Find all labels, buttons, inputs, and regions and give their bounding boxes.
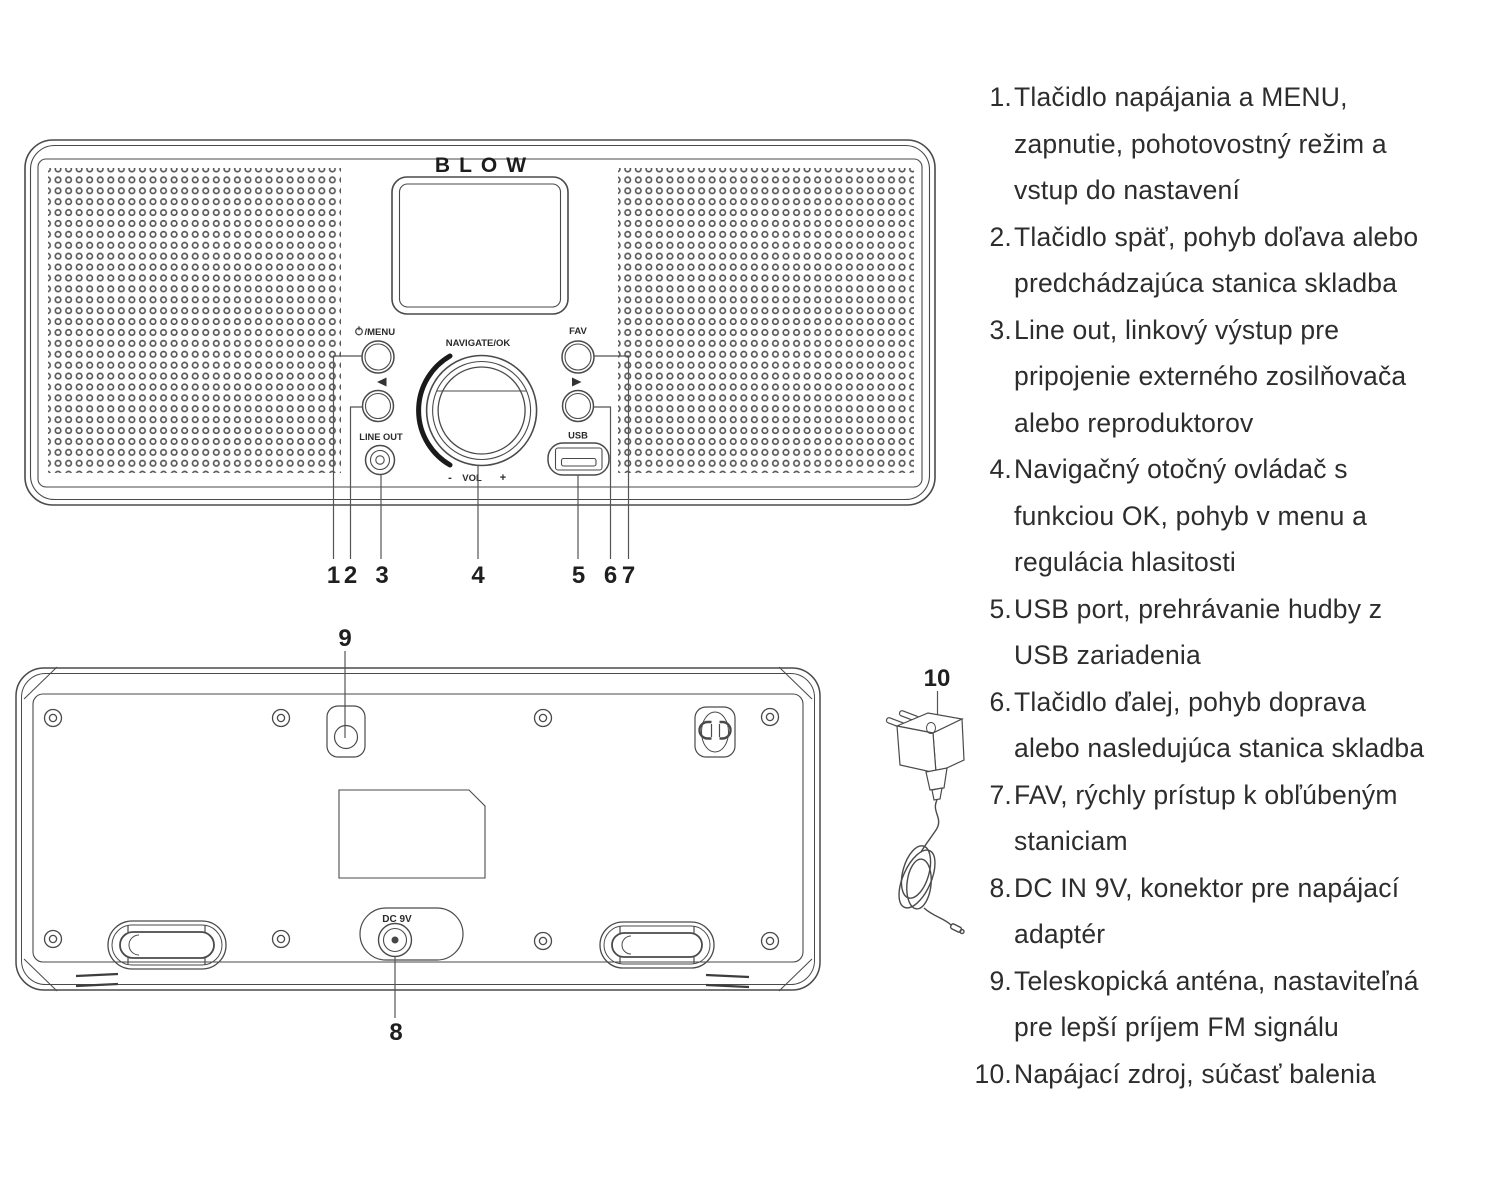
power-menu-label: /MENU (365, 327, 396, 338)
item-text: Tlačidlo späť, pohyb doľava alebo predch… (1014, 221, 1419, 299)
screw (760, 707, 780, 727)
description-item-3: 3. Line out, linkový výstup pre pripojen… (972, 307, 1492, 447)
forward-right-button (561, 377, 595, 423)
item-text: Line out, linkový výstup pre pripojenie … (1014, 314, 1407, 438)
callout-6: 6 (604, 562, 617, 589)
vol-minus-label: - (448, 472, 452, 484)
item-text: USB port, prehrávanie hudby z USB zariad… (1014, 593, 1383, 671)
item-number: 2. (989, 221, 1012, 252)
item-number: 5. (989, 593, 1012, 624)
screw (43, 929, 63, 949)
description-list: 1. Tlačidlo napájania a MENU, zapnutie, … (972, 74, 1492, 1097)
brand-logo: BLOW (435, 154, 535, 177)
left-foot (107, 920, 227, 970)
callout-3: 3 (375, 562, 388, 589)
description-item-4: 4. Navigačný otočný ovládač s funkciou O… (972, 446, 1492, 586)
callout-2: 2 (344, 562, 357, 589)
right-triangle-icon (572, 377, 582, 387)
item-number: 1. (989, 82, 1012, 112)
item-number: 3. (989, 314, 1012, 345)
screw (271, 708, 291, 728)
description-item-2: 2. Tlačidlo späť, pohyb doľava alebo pre… (972, 214, 1492, 307)
navigate-label: NAVIGATE/OK (446, 338, 511, 349)
corner-chamfer-marks (23, 666, 813, 992)
power-menu-button: /MENU (355, 326, 396, 374)
screw (43, 708, 63, 728)
label-plate (338, 789, 486, 879)
vol-label: VOL (462, 473, 482, 484)
item-number: 6. (989, 686, 1012, 717)
item-text: DC IN 9V, konektor pre napájací adaptér (1014, 872, 1400, 950)
description-item-7: 7. FAV, rýchly prístup k obľúbeným stani… (972, 772, 1492, 865)
front-view-diagram: BLOW /MENU (24, 139, 936, 589)
item-text: Tlačidlo ďalej, pohyb doprava alebo nasl… (1014, 686, 1425, 764)
left-speaker-grille (48, 168, 341, 473)
item-number: 10. (974, 1058, 1012, 1089)
knob-shadow-arc (416, 353, 453, 468)
vol-plus-label: + (500, 472, 506, 484)
front-panel (24, 139, 936, 506)
front-callout-lines (332, 355, 630, 559)
line-out-label: LINE OUT (359, 432, 403, 442)
fav-button: FAV (561, 326, 595, 374)
description-item-8: 8. DC IN 9V, konektor pre napájací adapt… (972, 865, 1492, 958)
item-text: FAV, rýchly prístup k obľúbeným stanicia… (1014, 779, 1398, 857)
adapter-neck (925, 767, 948, 801)
callout-9: 9 (338, 625, 351, 652)
back-left-button (361, 377, 395, 423)
wall-mount-slot (694, 706, 736, 758)
screws (43, 707, 780, 951)
description-item-1: 1. Tlačidlo napájania a MENU, zapnutie, … (972, 74, 1492, 214)
screw (760, 931, 780, 951)
item-number: 4. (989, 454, 1012, 484)
item-text: Tlačidlo napájania a MENU, zapnutie, poh… (1014, 82, 1387, 205)
display-screen (391, 176, 569, 315)
left-triangle-icon (377, 377, 387, 387)
item-text: Teleskopická anténa, nastaviteľná pre le… (1014, 965, 1419, 1043)
usb-port: USB (547, 431, 610, 476)
description-item-6: 6. Tlačidlo ďalej, pohyb doprava alebo n… (972, 679, 1492, 772)
adapter-cable (898, 799, 965, 935)
screw (533, 708, 553, 728)
item-text: Napájací zdroj, súčasť balenia (1014, 1058, 1377, 1089)
screw (271, 929, 291, 949)
description-item-9: 9. Teleskopická anténa, nastaviteľná pre… (972, 958, 1492, 1051)
item-number: 7. (989, 779, 1012, 810)
front-callout-numbers: 1 2 3 4 5 6 7 (327, 562, 635, 589)
vent-hatches (75, 972, 750, 989)
dc-port-label: DC 9V (382, 914, 412, 925)
power-icon (355, 326, 363, 336)
line-out-jack: LINE OUT (359, 432, 403, 476)
right-foot (599, 921, 715, 969)
fav-label: FAV (569, 326, 587, 337)
callout-5: 5 (572, 562, 585, 589)
callout-8: 8 (389, 1019, 402, 1046)
navigate-knob: NAVIGATE/OK - VOL + (416, 338, 538, 484)
power-adapter: 10 (885, 665, 965, 935)
item-text: Navigačný otočný ovládač s funkciou OK, … (1014, 454, 1368, 577)
callout-1: 1 (327, 562, 340, 589)
description-item-10: 10. Napájací zdroj, súčasť balenia (972, 1051, 1492, 1098)
callout-4: 4 (471, 562, 485, 589)
item-number: 9. (989, 965, 1012, 996)
adapter-body (894, 712, 965, 774)
item-number: 8. (989, 872, 1012, 903)
callout-7: 7 (622, 562, 635, 589)
dc-in-port: DC 9V 8 (359, 907, 464, 1046)
antenna-mount: 9 (326, 625, 366, 758)
right-speaker-grille (618, 168, 914, 473)
description-item-5: 5. USB port, prehrávanie hudby z USB zar… (972, 586, 1492, 679)
usb-label: USB (568, 431, 588, 441)
callout-10: 10 (924, 665, 951, 692)
screw (533, 931, 553, 951)
back-panel (15, 666, 821, 992)
back-view-diagram: 9 DC 9V (15, 625, 965, 1046)
